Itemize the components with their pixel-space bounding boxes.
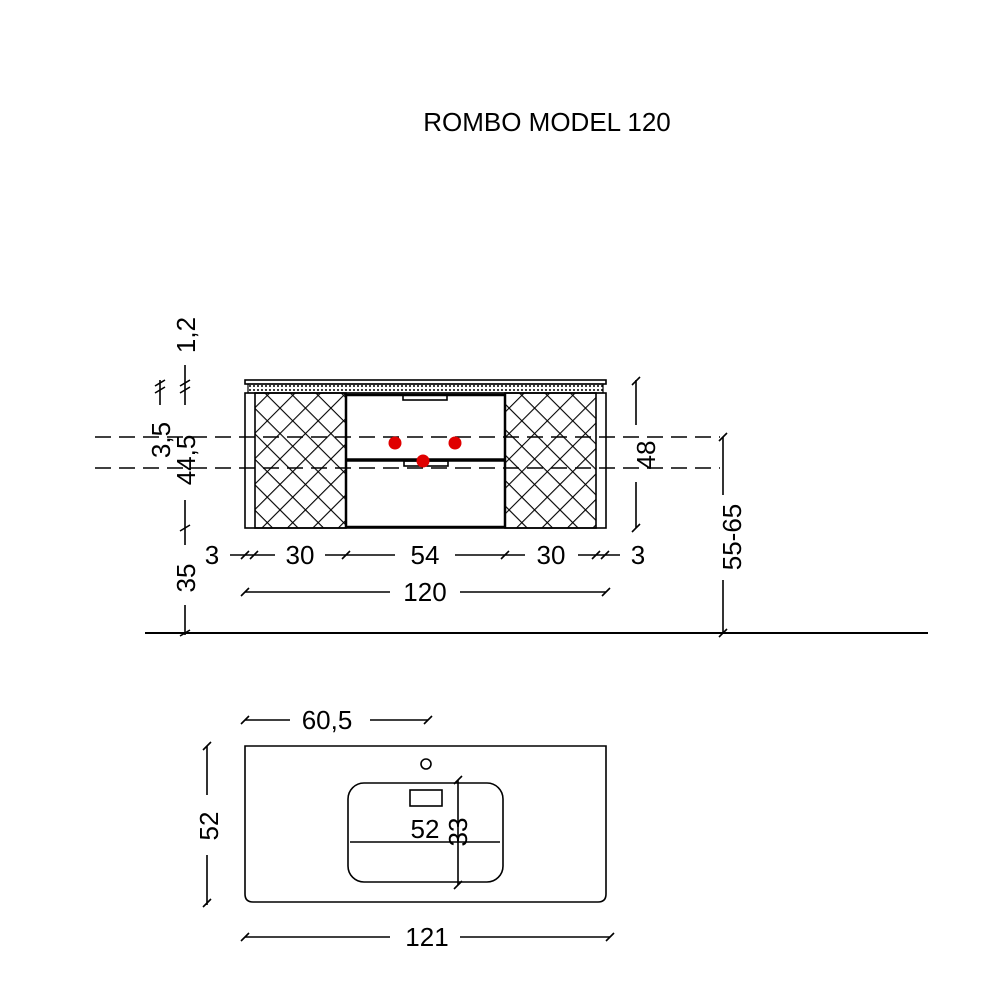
front-elevation: 1,2 3,5 44,5 35 3 30 54 30 3 120 48 55-6… bbox=[95, 317, 928, 638]
overflow-hole bbox=[420, 758, 432, 770]
right-lattice-panel bbox=[504, 392, 597, 529]
drawer-handle-top bbox=[402, 394, 448, 401]
dim-lattice-left: 30 bbox=[286, 540, 315, 570]
dim-3-5: 3,5 bbox=[146, 422, 176, 458]
basin-outline bbox=[347, 782, 504, 883]
dim-drawer: 54 bbox=[411, 540, 440, 570]
tap-hole bbox=[409, 789, 443, 807]
dim-basin-width: 52 bbox=[411, 814, 440, 844]
red-marker-left bbox=[388, 436, 402, 450]
dim-1-2: 1,2 bbox=[171, 317, 201, 353]
red-marker-center bbox=[416, 454, 430, 468]
dim-side-right: 3 bbox=[631, 540, 645, 570]
dim-44-5: 44,5 bbox=[171, 435, 201, 486]
top-view: 52 33 52 60,5 121 bbox=[194, 705, 615, 952]
countertop-outline bbox=[244, 745, 607, 903]
countertop-edge bbox=[244, 379, 607, 385]
dim-lattice-right: 30 bbox=[537, 540, 566, 570]
red-marker-right bbox=[448, 436, 462, 450]
dim-side-left: 3 bbox=[205, 540, 219, 570]
countertop-hatch bbox=[247, 383, 604, 394]
left-lattice-panel bbox=[254, 392, 347, 529]
dim-basin-depth: 33 bbox=[443, 818, 473, 847]
dim-total-width: 120 bbox=[403, 577, 446, 607]
dim-35: 35 bbox=[171, 564, 201, 593]
dim-height-48: 48 bbox=[631, 441, 661, 470]
drawing-title: ROMBO MODEL 120 bbox=[423, 107, 671, 137]
dim-mount-height: 55-65 bbox=[717, 504, 747, 571]
dim-total-121: 121 bbox=[405, 922, 448, 952]
dim-depth-52: 52 bbox=[194, 812, 224, 841]
dim-offset: 60,5 bbox=[302, 705, 353, 735]
